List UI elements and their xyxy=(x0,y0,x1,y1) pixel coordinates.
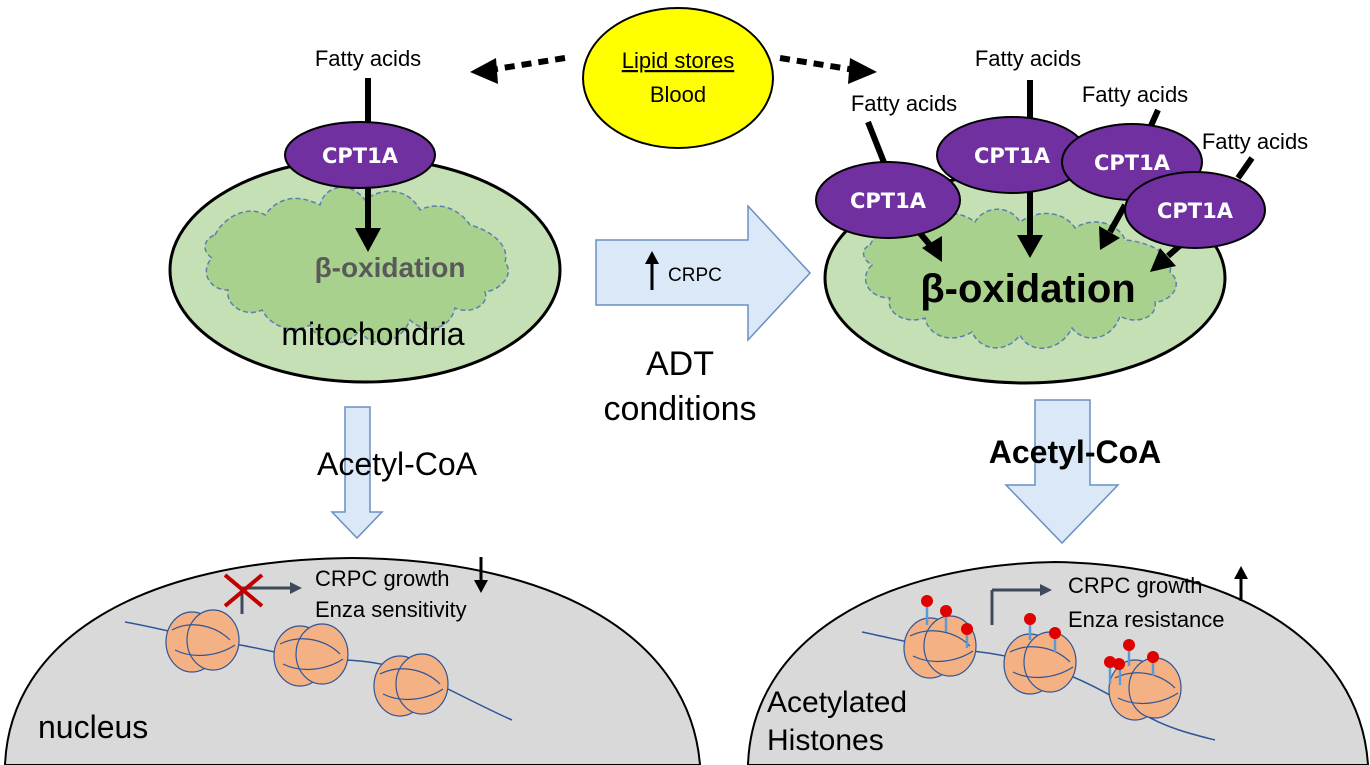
right-fatty-acid-line-4 xyxy=(1235,156,1255,180)
right-acetyl-coa-arrow xyxy=(1004,399,1120,545)
block-x-icon xyxy=(223,573,264,608)
left-nucleus: nucleus CRPC growth Enza sensitivity xyxy=(3,556,702,765)
left-beta-oxidation-label: β-oxidation xyxy=(315,252,466,283)
left-nucleosome-2 xyxy=(273,623,349,687)
left-influx-arrowhead xyxy=(355,228,381,252)
adt-transition-arrow xyxy=(595,204,812,342)
right-nucleosome-2 xyxy=(1003,631,1077,695)
right-cpt1a-4-ellipse xyxy=(1124,171,1266,249)
left-acetyl-coa-arrow xyxy=(330,406,384,540)
right-outcome-line1: CRPC growth xyxy=(1068,573,1202,598)
right-fatty-acids-label-1: Fatty acids xyxy=(975,46,1081,71)
histones-label: Histones xyxy=(767,724,884,757)
left-nucleosome-3 xyxy=(373,653,449,717)
right-fatty-acids-label-2: Fatty acids xyxy=(851,91,957,116)
down-arrow-icon xyxy=(474,580,488,593)
adt-label: ADT xyxy=(646,345,714,383)
source-to-right-arrowhead xyxy=(848,58,877,84)
right-cpt1a-2-label: CPT1A xyxy=(974,144,1051,168)
source-to-left-arrow xyxy=(489,55,566,73)
left-fatty-acids-label: Fatty acids xyxy=(315,46,421,71)
right-outcome-line2: Enza resistance xyxy=(1068,607,1225,632)
conditions-label: conditions xyxy=(603,390,756,428)
left-cpt1a-ellipse xyxy=(284,121,436,189)
right-cpt1a-1: CPT1A xyxy=(815,161,961,239)
lipid-source-ellipse xyxy=(582,7,774,149)
left-outcome-line2: Enza sensitivity xyxy=(315,597,467,622)
right-cpt1a-1-ellipse xyxy=(815,161,961,239)
right-influx-arrowhead-1 xyxy=(922,236,942,262)
left-outcome-line1: CRPC growth xyxy=(315,566,449,591)
left-nucleosome-1 xyxy=(165,609,240,673)
left-cpt1a-label: CPT1A xyxy=(322,144,399,168)
up-arrow-icon xyxy=(1234,566,1248,579)
right-cpt1a-4: CPT1A xyxy=(1124,171,1266,249)
right-influx-arrowhead-4 xyxy=(1150,248,1176,272)
lipid-source: Lipid stores Blood xyxy=(582,7,774,149)
left-nucleus-membrane xyxy=(3,556,702,765)
nucleus-label: nucleus xyxy=(38,709,148,745)
left-cristae xyxy=(204,186,509,344)
lipid-stores-label: Lipid stores xyxy=(622,48,735,73)
acetylated-label: Acetylated xyxy=(767,686,907,719)
right-fatty-acid-line-2 xyxy=(865,120,888,167)
right-influx-arrow-3 xyxy=(1107,203,1128,234)
right-nucleus: Acetylated Histones xyxy=(746,560,1370,765)
right-cpt1a-1-label: CPT1A xyxy=(850,189,927,213)
right-beta-oxidation-label: β-oxidation xyxy=(920,267,1136,311)
right-cpt1a-4-label: CPT1A xyxy=(1157,199,1234,223)
right-fatty-acids-label-4: Fatty acids xyxy=(1202,129,1308,154)
right-cpt1a-3-label: CPT1A xyxy=(1094,151,1171,175)
crpc-up-arrowhead xyxy=(645,251,659,264)
right-nucleosome-3 xyxy=(1108,657,1182,721)
left-acetyl-coa-label: Acetyl-CoA xyxy=(317,446,478,482)
right-influx-arrowhead-2 xyxy=(1017,235,1043,258)
left-cpt1a: CPT1A xyxy=(284,121,436,189)
blood-label: Blood xyxy=(650,82,706,107)
source-to-left-arrowhead xyxy=(470,58,498,84)
source-to-right-arrow xyxy=(779,55,856,73)
right-influx-arrowhead-3 xyxy=(1099,226,1120,250)
left-mitochondria: β-oxidation mitochondria xyxy=(168,156,562,384)
crpc-label: CRPC xyxy=(668,265,722,286)
right-fatty-acids-label-3: Fatty acids xyxy=(1082,82,1188,107)
right-acetyl-coa-label: Acetyl-CoA xyxy=(989,434,1161,470)
acetyl-marks xyxy=(921,595,1159,685)
mitochondria-label: mitochondria xyxy=(281,316,464,352)
